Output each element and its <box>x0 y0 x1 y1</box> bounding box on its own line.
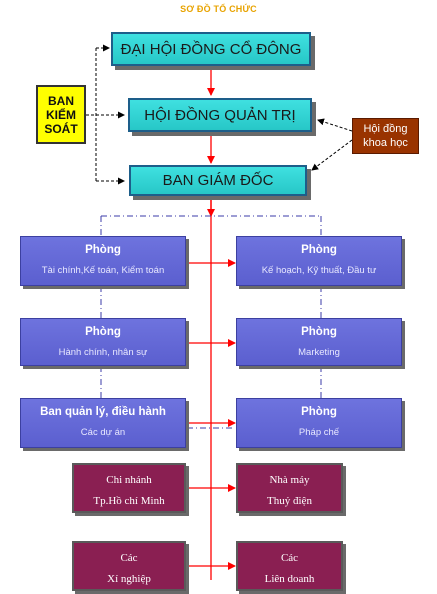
node-label-line1: Các <box>120 552 138 564</box>
node-phong-hanh-chinh: Phòng Hành chính, nhân sự <box>20 318 186 366</box>
node-hoi-dong-khoa-hoc: Hội đồng khoa học <box>352 118 419 154</box>
node-label-line3: SOÁT <box>44 121 78 136</box>
node-sub: Tài chính,Kế toán, Kiểm toán <box>41 265 165 276</box>
node-ban-quan-ly-du-an: Ban quản lý, điều hành Các dự án <box>20 398 186 448</box>
node-label-line1: Hội đồng <box>363 123 408 135</box>
node-head: Phòng <box>301 244 337 256</box>
node-label-line2: Tp.Hồ chí Minh <box>93 495 165 507</box>
node-phong-marketing: Phòng Marketing <box>236 318 402 366</box>
node-label-line2: Liên doanh <box>264 573 315 585</box>
node-ban-kiem-soat: BAN KIỂM SOÁT <box>36 85 86 144</box>
node-sub: Hành chính, nhân sự <box>58 347 148 358</box>
node-label-line1: BAN <box>48 93 74 108</box>
node-cac-lien-doanh: Các Liên doanh <box>236 541 343 591</box>
node-head: Ban quản lý, điều hành <box>40 406 166 418</box>
node-label-line2: khoa học <box>363 137 408 149</box>
node-phong-tai-chinh: Phòng Tài chính,Kế toán, Kiểm toán <box>20 236 186 286</box>
node-chi-nhanh-hcm: Chi nhánh Tp.Hồ chí Minh <box>72 463 186 513</box>
node-label-line2: Thuỷ điện <box>267 495 312 507</box>
node-head: Phòng <box>301 406 337 418</box>
node-label-line2: KIỂM <box>46 107 76 122</box>
node-sub: Các dự án <box>80 427 126 438</box>
node-head: Phòng <box>85 326 121 338</box>
page-title: SƠ ĐỒ TỔ CHỨC <box>180 4 257 14</box>
node-label-line1: Các <box>280 552 299 564</box>
node-label: BAN GIÁM ĐỐC <box>162 172 274 189</box>
node-head: Phòng <box>85 244 121 256</box>
node-cac-xi-nghiep: Các Xí nghiệp <box>72 541 186 591</box>
node-label: HỘI ĐỒNG QUẢN TRỊ <box>144 106 296 124</box>
node-sub: Marketing <box>298 347 340 358</box>
node-label-line1: Chi nhánh <box>106 474 152 486</box>
node-phong-phap-che: Phòng Pháp chế <box>236 398 402 448</box>
node-label-line1: Nhà máy <box>269 474 310 486</box>
node-sub: Kế hoạch, Kỹ thuất, Đầu tư <box>261 265 377 276</box>
node-dai-hoi-dong-co-dong: ĐẠI HỘI ĐỒNG CỔ ĐÔNG <box>111 32 311 66</box>
node-hoi-dong-quan-tri: HỘI ĐỒNG QUẢN TRỊ <box>128 98 312 132</box>
node-phong-ke-hoach: Phòng Kế hoạch, Kỹ thuất, Đầu tư <box>236 236 402 286</box>
node-label: ĐẠI HỘI ĐỒNG CỔ ĐÔNG <box>120 40 302 58</box>
node-sub: Pháp chế <box>298 427 340 438</box>
node-head: Phòng <box>301 326 337 338</box>
node-label-line2: Xí nghiệp <box>107 573 151 585</box>
node-nha-may-thuy-dien: Nhà máy Thuỷ điện <box>236 463 343 513</box>
node-ban-giam-doc: BAN GIÁM ĐỐC <box>129 165 307 196</box>
